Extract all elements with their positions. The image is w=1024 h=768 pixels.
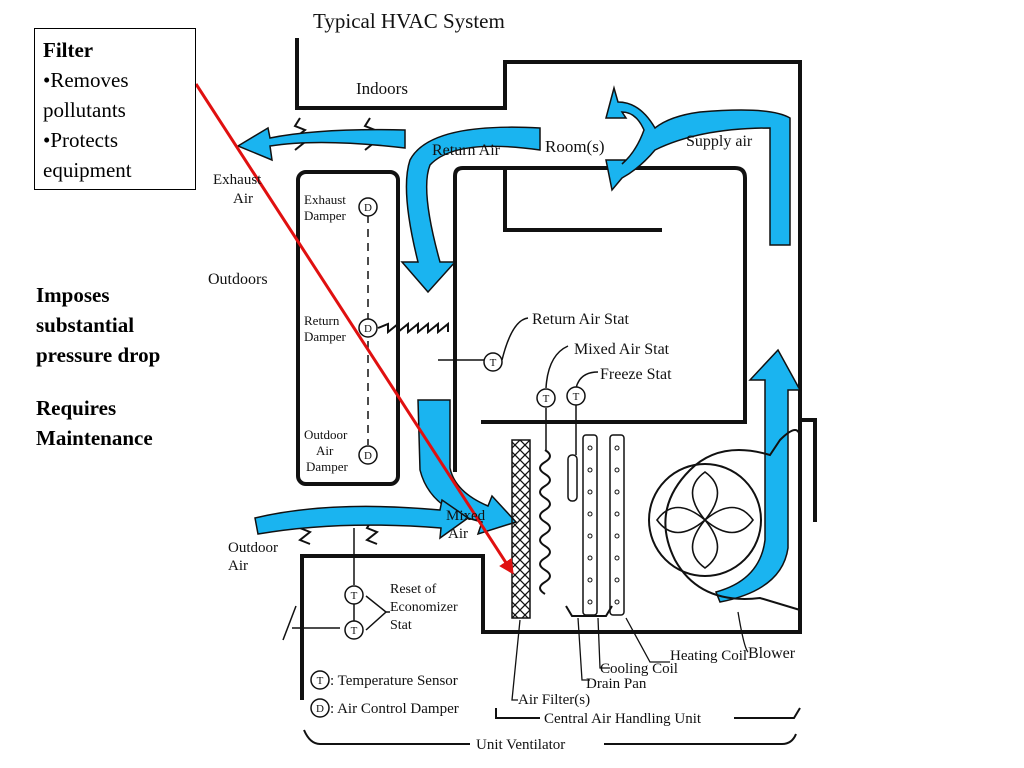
drain-pan [565, 605, 613, 617]
drain-pan-label: Drain Pan [586, 676, 647, 692]
legend-d-symbol [310, 698, 330, 718]
blower [648, 429, 801, 611]
exhaust-damper-label-1: Exhaust [304, 192, 346, 207]
return-damper-label-1: Return [304, 313, 340, 328]
freeze-stat-letter: T [573, 391, 580, 403]
supply-up-arrow [714, 348, 802, 603]
reset-stat-label-3: Stat [390, 618, 412, 633]
heating-coil-label: Heating Coil [670, 648, 747, 664]
supply-air-label: Supply air [686, 133, 753, 150]
mixed-air-stat-letter: T [543, 393, 550, 405]
legend-t-symbol [310, 670, 330, 690]
blower-label: Blower [748, 645, 796, 662]
outdoors-label: Outdoors [208, 271, 268, 288]
outdoor-damper-letter: D [364, 450, 372, 462]
filter-callout-line: •Removes [43, 68, 129, 92]
reset-stat-symbol-1 [344, 585, 364, 605]
exhaust-damper-letter: D [364, 202, 372, 214]
note-line: Imposes [36, 283, 110, 307]
reset-stat-letter-1: T [351, 590, 358, 602]
exhaust-air-label-2: Air [233, 191, 253, 207]
freeze-stat-symbol [566, 386, 586, 406]
building-walls [295, 38, 817, 700]
air-filter [511, 439, 531, 619]
exhaust-air-label-1: Exhaust [213, 172, 262, 188]
unit-ventilator-label: Unit Ventilator [476, 737, 565, 753]
mixed-air-stat-coil [539, 449, 551, 595]
air-filters-label: Air Filter(s) [518, 692, 590, 708]
outdoor-air-arrow [254, 498, 470, 540]
return-damper-letter: D [364, 323, 372, 335]
filter-callout: Filter •Removes pollutants •Protects equ… [34, 28, 196, 190]
outdoor-air-damper-label-2: Air [316, 443, 334, 458]
outdoor-air-damper-label-3: Damper [306, 459, 349, 474]
sensor-leaders [282, 317, 599, 641]
reset-stat-letter-2: T [351, 625, 358, 637]
diagram-title: Typical HVAC System [313, 9, 505, 33]
legend-t-letter: T [317, 675, 324, 687]
mixed-air-label-1: Mixed [446, 508, 486, 524]
legend-temperature-sensor: : Temperature Sensor [330, 673, 458, 689]
exhaust-air-arrow [236, 126, 406, 162]
freeze-stat-label: Freeze Stat [600, 366, 672, 383]
rooms-arrows [605, 85, 791, 246]
return-air-label: Return Air [432, 142, 501, 159]
return-air-stat-label: Return Air Stat [532, 311, 629, 328]
note-line: pressure drop [36, 343, 161, 367]
return-damper-label-2: Damper [304, 329, 347, 344]
exhaust-damper-symbol [358, 197, 378, 217]
return-air-stat-letter: T [490, 357, 497, 369]
freeze-stat-bulb [567, 454, 578, 502]
outdoor-air-damper-label-1: Outdoor [304, 427, 348, 442]
reset-stat-symbol-2 [344, 620, 364, 640]
indoors-label: Indoors [356, 79, 408, 98]
return-air-arrow [400, 126, 541, 294]
unit-brackets [303, 707, 801, 745]
outdoor-air-label-2: Air [228, 558, 248, 574]
reset-stat-label-2: Economizer [390, 600, 458, 615]
filter-callout-line: equipment [43, 158, 132, 182]
mixed-air-stat-label: Mixed Air Stat [574, 341, 670, 358]
note-line: Requires [36, 396, 117, 420]
filter-pointer-arrow [194, 83, 514, 575]
return-damper-symbol [358, 318, 378, 338]
mixed-air-stat-symbol [536, 388, 556, 408]
component-leaders [511, 611, 749, 701]
symbol-circles [310, 197, 586, 718]
note-line: substantial [36, 313, 135, 337]
filter-notes: Imposes substantial pressure drop Requir… [36, 280, 236, 453]
airflow-arrows [236, 85, 802, 603]
legend-air-control-damper: : Air Control Damper [330, 701, 459, 717]
return-air-stat-symbol [483, 352, 503, 372]
reset-stat-label-1: Reset of [390, 582, 437, 597]
mixed-air-label-2: Air [448, 526, 468, 542]
note-line: Maintenance [36, 426, 153, 450]
outdoor-damper-symbol [358, 445, 378, 465]
exhaust-damper-label-2: Damper [304, 208, 347, 223]
outdoor-air-label-1: Outdoor [228, 540, 278, 556]
rooms-label: Room(s) [545, 137, 605, 156]
central-air-handling-unit-label: Central Air Handling Unit [544, 711, 702, 727]
filter-callout-line: pollutants [43, 98, 126, 122]
cooling-coil [582, 434, 598, 616]
filter-callout-heading: Filter [43, 38, 94, 62]
cooling-coil-label: Cooling Coil [600, 661, 678, 677]
filter-callout-line: •Protects [43, 128, 119, 152]
heating-coil [609, 434, 625, 616]
legend-d-letter: D [316, 703, 324, 715]
